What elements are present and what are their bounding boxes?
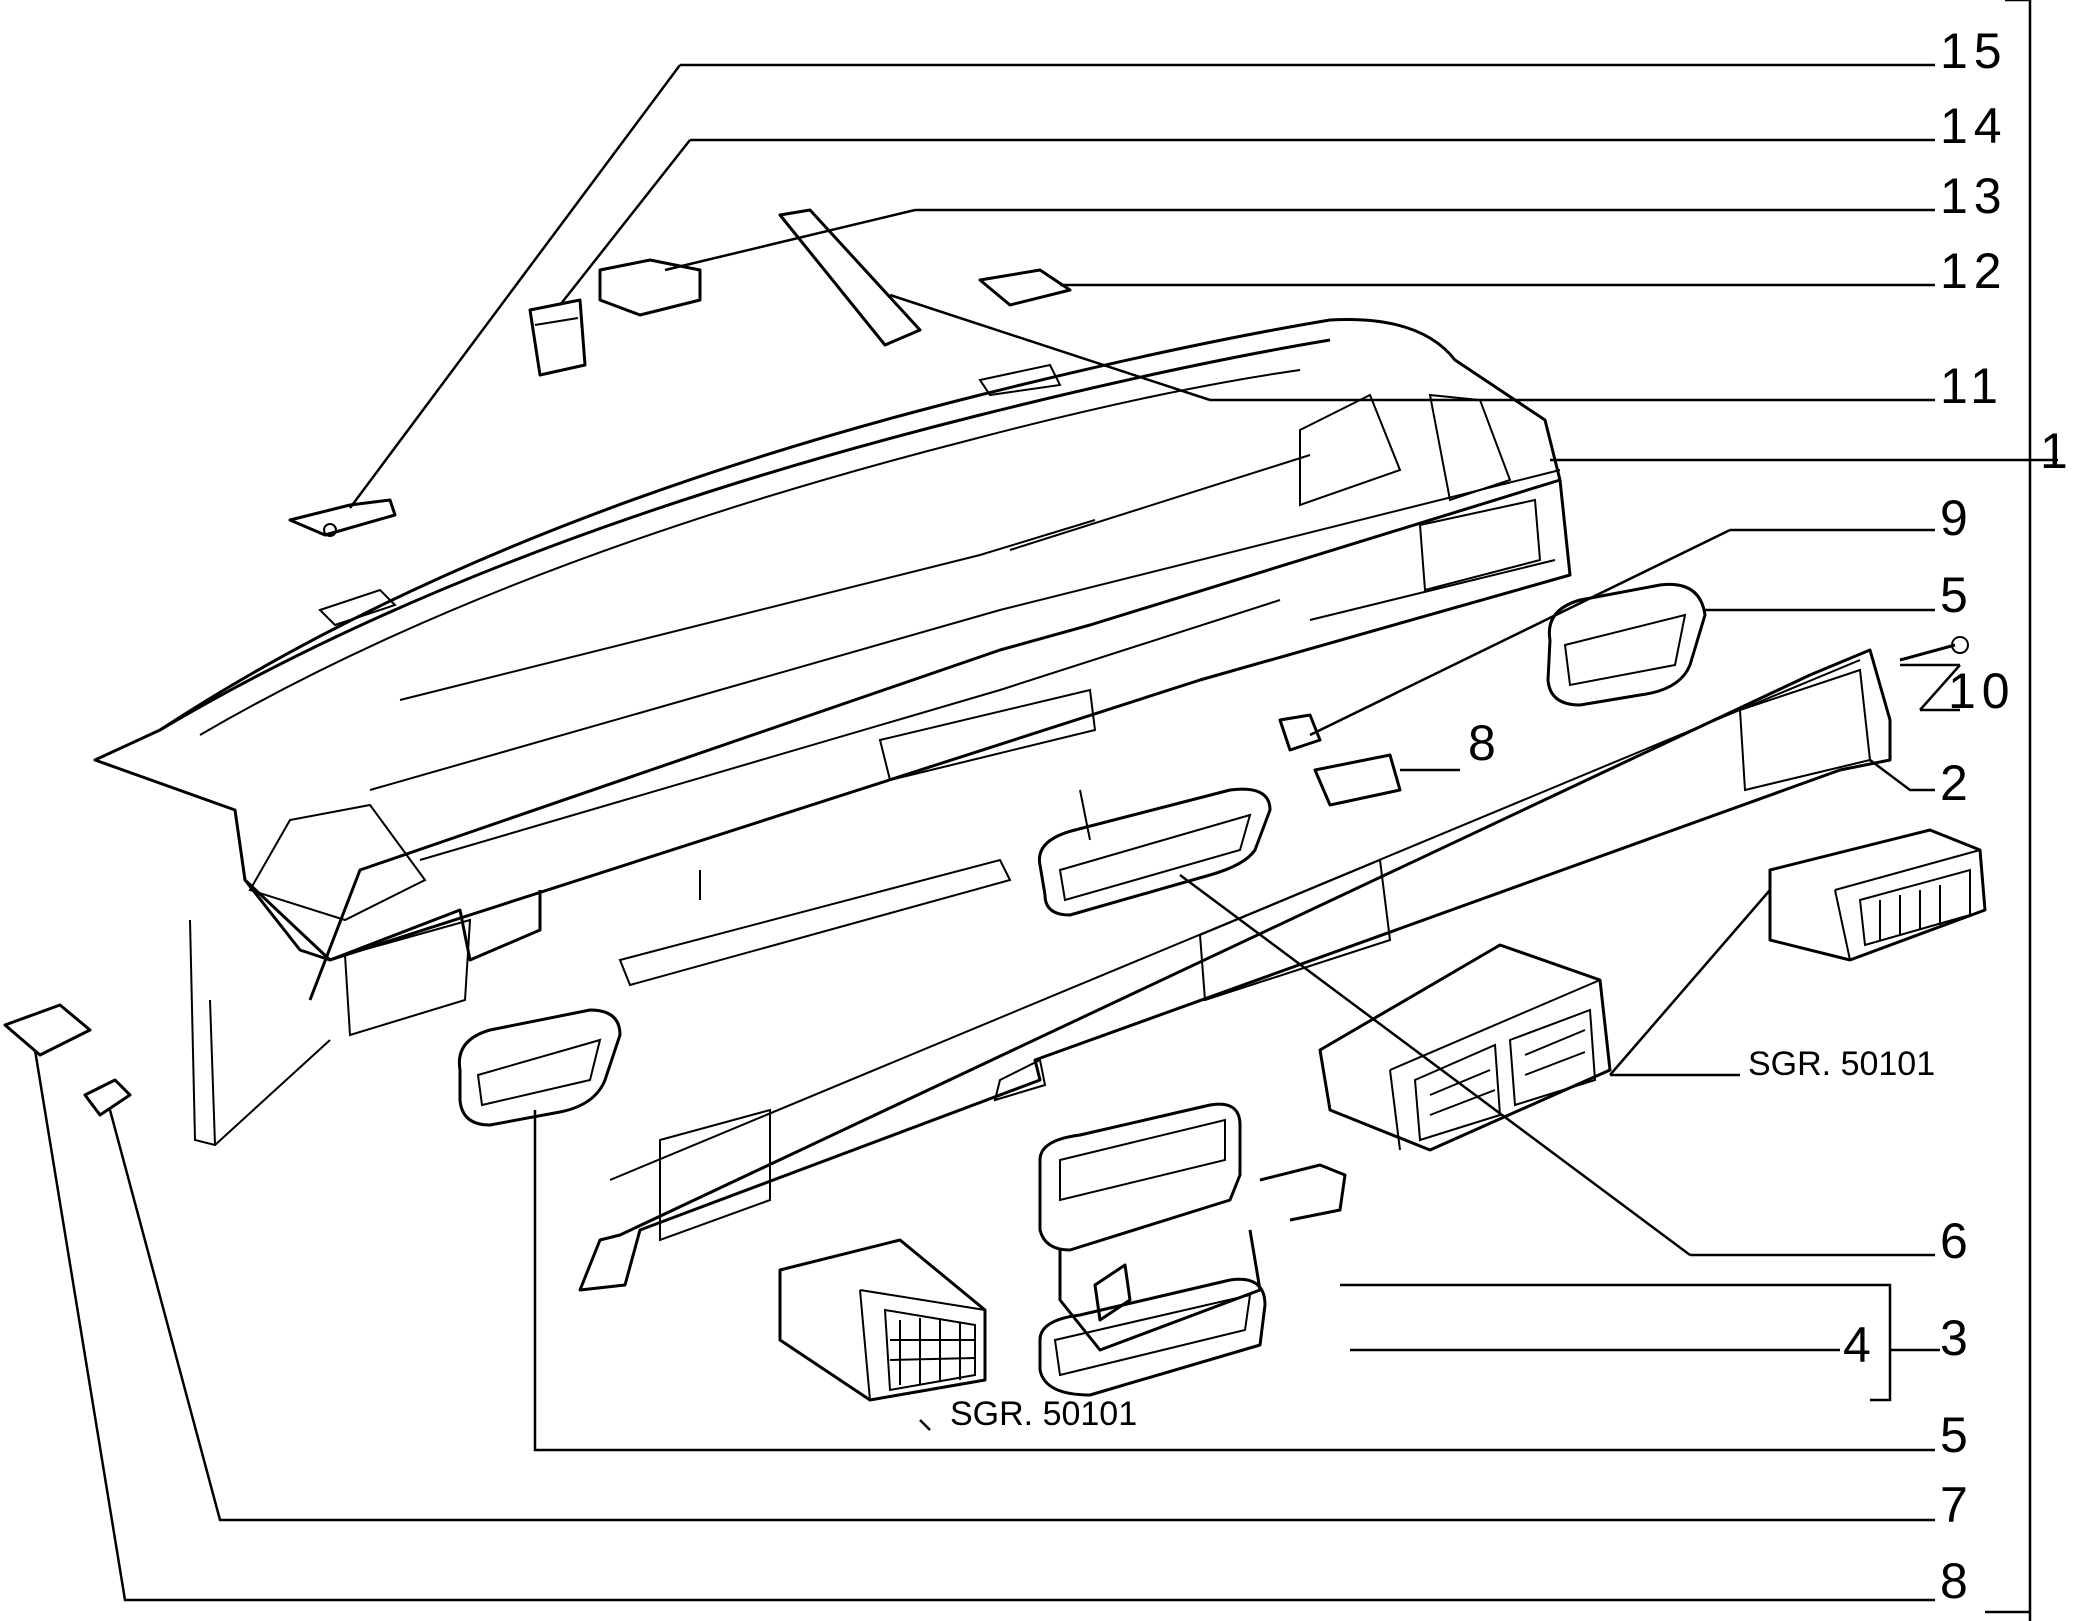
label-11: 11 [1940, 358, 2004, 414]
label-12: 12 [1940, 243, 2008, 299]
part-14-pocket [528, 298, 587, 377]
label-3: 3 [1940, 1310, 1974, 1366]
label-2: 2 [1940, 755, 1974, 811]
ref-sgr-right: SGR. 50101 [1748, 1045, 1935, 1083]
part-3-4-duct-assembly [1038, 1102, 1347, 1397]
part-6-vent-bezel-centre [1037, 787, 1272, 917]
label-14: 14 [1940, 98, 2008, 154]
part-vent-unit-right-small [1768, 828, 1987, 962]
label-7: 7 [1940, 1477, 1974, 1533]
part-7-clip [83, 1078, 132, 1117]
part-10-screw [1899, 636, 1969, 662]
part-8-clip-left [3, 1003, 92, 1057]
part-lower-fascia [578, 648, 1892, 1292]
label-6: 6 [1940, 1213, 1974, 1269]
label-5-right: 5 [1940, 567, 1974, 623]
ref-sgr-left: SGR. 50101 [950, 1395, 1137, 1433]
leader-lines [33, 0, 2058, 1621]
label-5-left: 5 [1940, 1407, 1974, 1463]
part-dashboard-body [93, 318, 1572, 1147]
label-8-left: 8 [1940, 1553, 1974, 1609]
part-15-top-clip [288, 498, 397, 537]
part-9-clip [1278, 713, 1322, 752]
label-8-right: 8 [1468, 715, 1502, 771]
part-vent-unit-right-large [1318, 943, 1612, 1152]
part-5-vent-bezel-left [457, 1008, 622, 1127]
label-15: 15 [1940, 23, 2008, 79]
part-vent-unit-left [778, 1238, 987, 1402]
label-10: 10 [1948, 663, 2016, 719]
label-4: 4 [1843, 1317, 1877, 1373]
part-13-bracket [598, 258, 702, 317]
part-8-clip-right [1313, 753, 1402, 807]
part-5-vent-bezel-right [1546, 582, 1707, 707]
label-1: 1 [2040, 423, 2074, 479]
label-13: 13 [1940, 168, 2008, 224]
part-12-cover [978, 268, 1072, 307]
part-11-strip [778, 208, 922, 347]
label-9: 9 [1940, 490, 1974, 546]
